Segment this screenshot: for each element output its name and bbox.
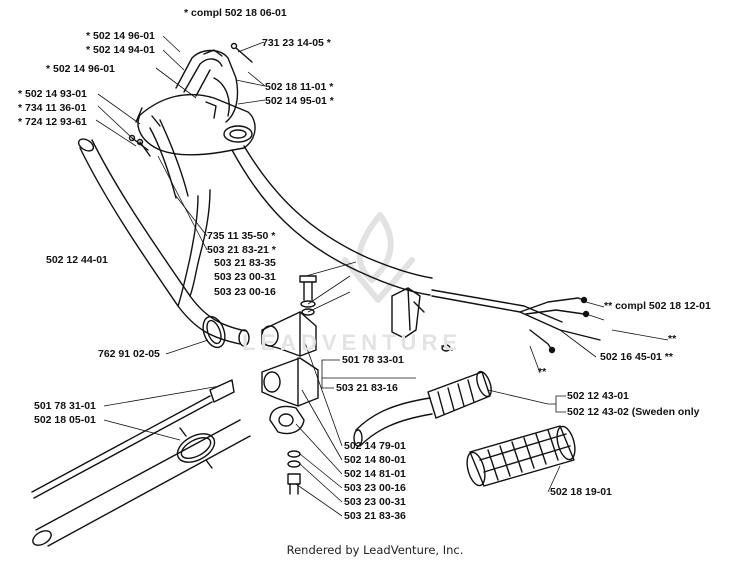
callout-double-star-a: ** (668, 333, 677, 345)
callout-502-14-95-01: 502 14 95-01 * (265, 95, 334, 107)
callout-502-14-93-01: * 502 14 93-01 (18, 88, 87, 100)
right-grip (427, 370, 492, 419)
wire-harness (431, 289, 601, 354)
callout-501-78-33-01: 501 78 33-01 (342, 354, 404, 366)
callout-731-23-14-05: 731 23 14-05 * (262, 37, 331, 49)
callout-502-14-94-01: * 502 14 94-01 (86, 44, 155, 56)
watermark-text: LEADVENTURE (242, 330, 463, 355)
callout-734-11-36-01: * 734 11 36-01 (18, 102, 87, 114)
callout-502-18-11-01: 502 18 11-01 * (265, 81, 334, 93)
watermark-flame-icon (342, 212, 415, 303)
render-credit: Rendered by LeadVenture, Inc. (286, 543, 464, 557)
callout-502-12-43-01: 502 12 43-01 (567, 390, 629, 402)
handle-clamp-lower (261, 357, 319, 407)
callout-724-12-93-61: * 724 12 93-61 (18, 116, 87, 128)
callout-503-21-83-36: 503 21 83-36 (344, 510, 406, 522)
callout-502-12-44-01: 502 12 44-01 (46, 254, 108, 266)
callout-503-21-83-21: 503 21 83-21 * (207, 244, 276, 256)
callout-compl-502-18-12-01: ** compl 502 18 12-01 (604, 300, 711, 312)
callout-double-star-b: ** (538, 366, 547, 378)
leader-lines (95, 35, 669, 517)
bolt-upper (299, 275, 317, 316)
handle-clamp-upper (261, 311, 317, 357)
callout-502-14-81-01: 502 14 81-01 (344, 468, 406, 480)
spare-grip (466, 425, 576, 487)
callout-503-21-83-35: 503 21 83-35 (214, 257, 276, 269)
throttle-housing (135, 49, 256, 199)
callout-503-23-00-31-upper: 503 23 00-31 (214, 271, 276, 283)
bolt-lower (287, 450, 301, 495)
callout-501-78-31-01: 501 78 31-01 (34, 400, 96, 412)
callout-503-23-00-16-upper: 503 23 00-16 (214, 286, 276, 298)
callout-503-21-83-16: 503 21 83-16 (336, 382, 398, 394)
callout-502-14-96-01-top: * 502 14 96-01 (86, 30, 155, 42)
callout-502-14-80-01: 502 14 80-01 (344, 454, 406, 466)
callout-735-11-35-50: 735 11 35-50 * (207, 230, 276, 242)
callout-503-23-00-31-lower: 503 23 00-31 (344, 496, 406, 508)
clamp-half-small (269, 405, 305, 435)
callout-502-18-05-01: 502 18 05-01 (34, 414, 96, 426)
housing-screws (128, 42, 253, 157)
handle-bracket-right (391, 287, 453, 352)
right-arm-tube (353, 397, 433, 447)
shaft-clamp (176, 427, 216, 469)
handlebar-clamp (202, 315, 226, 349)
callout-502-14-96-01-mid: * 502 14 96-01 (46, 63, 115, 75)
callout-502-14-79-01: 502 14 79-01 (344, 440, 406, 452)
callout-502-16-45-01: 502 16 45-01 ** (600, 351, 673, 363)
callout-502-18-19-01: 502 18 19-01 (550, 486, 612, 498)
callout-compl-502-18-06-01: * compl 502 18 06-01 (184, 7, 287, 19)
callout-503-23-00-16-lower: 503 23 00-16 (344, 482, 406, 494)
callout-502-12-43-02: 502 12 43-02 (Sweden only (567, 406, 700, 418)
callout-762-91-02-05: 762 91 02-05 (98, 348, 160, 360)
